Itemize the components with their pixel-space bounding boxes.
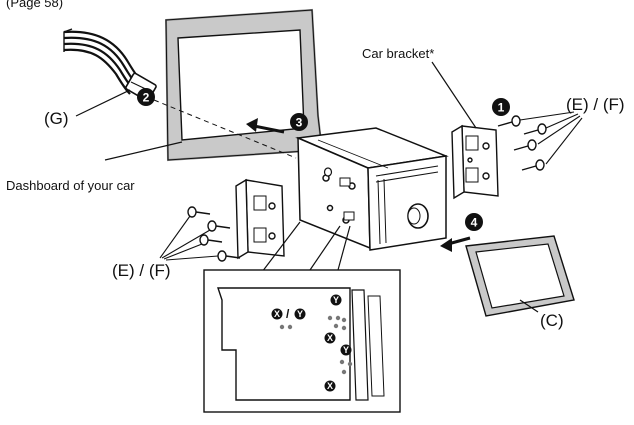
dashboard-label: Dashboard of your car bbox=[6, 178, 135, 193]
car-bracket-label: Car bracket* bbox=[362, 46, 434, 61]
step-1-number: 1 bbox=[498, 101, 505, 115]
chassis-screw-icon bbox=[323, 167, 333, 177]
dashboard-leader-line bbox=[104, 141, 183, 161]
trim-plate bbox=[465, 235, 575, 317]
step-3-number: 3 bbox=[296, 116, 303, 130]
c-leader-line bbox=[519, 299, 539, 313]
screw-icon bbox=[217, 250, 241, 262]
step-4-badge: 4 bbox=[465, 213, 483, 231]
step-2-dashed-guide bbox=[153, 99, 297, 159]
step-3-arrow bbox=[246, 118, 285, 134]
y-marker-text: Y bbox=[343, 345, 349, 355]
chassis-unit bbox=[295, 127, 449, 251]
g-leader-line bbox=[75, 89, 131, 117]
x-marker-text: X bbox=[274, 309, 280, 319]
right-screws bbox=[497, 115, 547, 171]
detail-box: X / Y Y X Y X bbox=[203, 269, 401, 413]
y-marker-text: Y bbox=[297, 309, 303, 319]
c-label: (C) bbox=[540, 311, 564, 330]
step-4-number: 4 bbox=[471, 216, 478, 230]
detail-callout-lines bbox=[261, 221, 351, 273]
left-screws bbox=[187, 206, 241, 262]
screw-icon bbox=[187, 206, 211, 218]
left-ef-leaders bbox=[159, 215, 219, 261]
ef-left-label: (E) / (F) bbox=[112, 261, 171, 280]
xy-separator: / bbox=[286, 307, 290, 321]
step-2-number: 2 bbox=[143, 91, 150, 105]
screw-icon bbox=[199, 234, 223, 246]
screw-icon bbox=[497, 115, 521, 127]
ef-right-label: (E) / (F) bbox=[566, 95, 625, 114]
step-3-badge: 3 bbox=[290, 113, 308, 131]
screw-icon bbox=[521, 159, 545, 171]
step-2-badge: 2 bbox=[137, 88, 155, 106]
right-car-bracket bbox=[451, 124, 499, 200]
x-marker-3: X bbox=[324, 380, 336, 392]
screw-icon bbox=[207, 220, 231, 232]
step-1-badge: 1 bbox=[492, 98, 510, 116]
y-marker-2: Y bbox=[330, 294, 342, 306]
x-marker-text: X bbox=[327, 333, 333, 343]
step-4-arrow bbox=[440, 236, 471, 252]
x-marker-text: X bbox=[327, 381, 333, 391]
y-marker-text: Y bbox=[333, 295, 339, 305]
left-car-bracket bbox=[235, 178, 285, 260]
right-ef-leaders bbox=[519, 111, 583, 165]
page-ref-label: (Page 58) bbox=[6, 0, 63, 10]
dashboard-frame bbox=[164, 8, 324, 162]
screw-icon bbox=[513, 139, 537, 151]
car-bracket-leader-line bbox=[431, 61, 477, 129]
x-marker-1: X bbox=[271, 308, 283, 320]
y-marker-3: Y bbox=[340, 344, 352, 356]
g-label: (G) bbox=[44, 109, 69, 128]
screw-icon bbox=[523, 123, 547, 135]
y-marker-1: Y bbox=[294, 308, 306, 320]
x-marker-2: X bbox=[324, 332, 336, 344]
